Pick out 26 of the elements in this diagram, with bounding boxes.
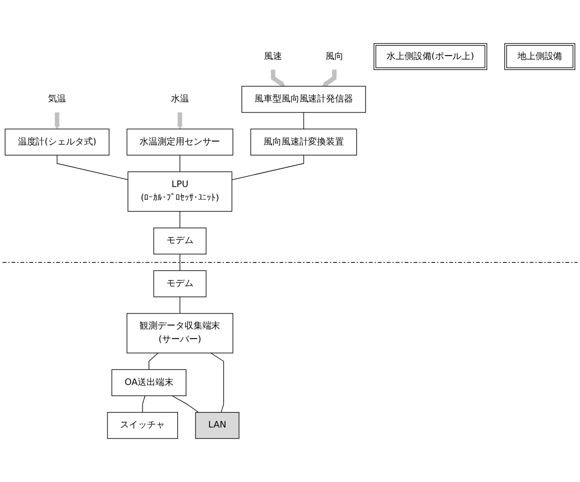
node-box: モデム	[153, 228, 206, 254]
node-text: 気温	[48, 94, 66, 104]
arrow	[177, 112, 183, 130]
arrow	[270, 70, 286, 87]
node-box: 温度計(シェルタ式)	[4, 128, 110, 156]
node-text: 水温	[170, 94, 189, 104]
node-box: LPU (ﾛｰｶﾙ･ﾌﾟﾛｾｯｻ･ﾕﾆｯﾄ)	[128, 171, 232, 212]
connector	[148, 352, 158, 370]
connector	[303, 112, 304, 130]
node-box: LAN	[195, 412, 240, 439]
arrow	[322, 70, 337, 87]
node-text: 風速	[264, 51, 282, 62]
node-box: 風車型風向風速計発信器	[242, 86, 366, 113]
node-box: 観測データ収集端末 (サーバー)	[126, 313, 234, 354]
node-box: モデム	[153, 270, 206, 298]
node-box: スイッチャ	[107, 412, 178, 439]
connector	[232, 154, 304, 180]
node-text: 風向	[325, 51, 344, 62]
connector	[172, 395, 199, 413]
arrow	[54, 112, 60, 130]
connector	[142, 395, 146, 413]
node-box: OA送出端末	[112, 369, 186, 396]
connector	[56, 154, 128, 180]
node-box: 水温測定用センサー	[126, 128, 234, 156]
node-box: 風向風速計変換装置	[250, 128, 357, 156]
connector	[210, 352, 224, 413]
